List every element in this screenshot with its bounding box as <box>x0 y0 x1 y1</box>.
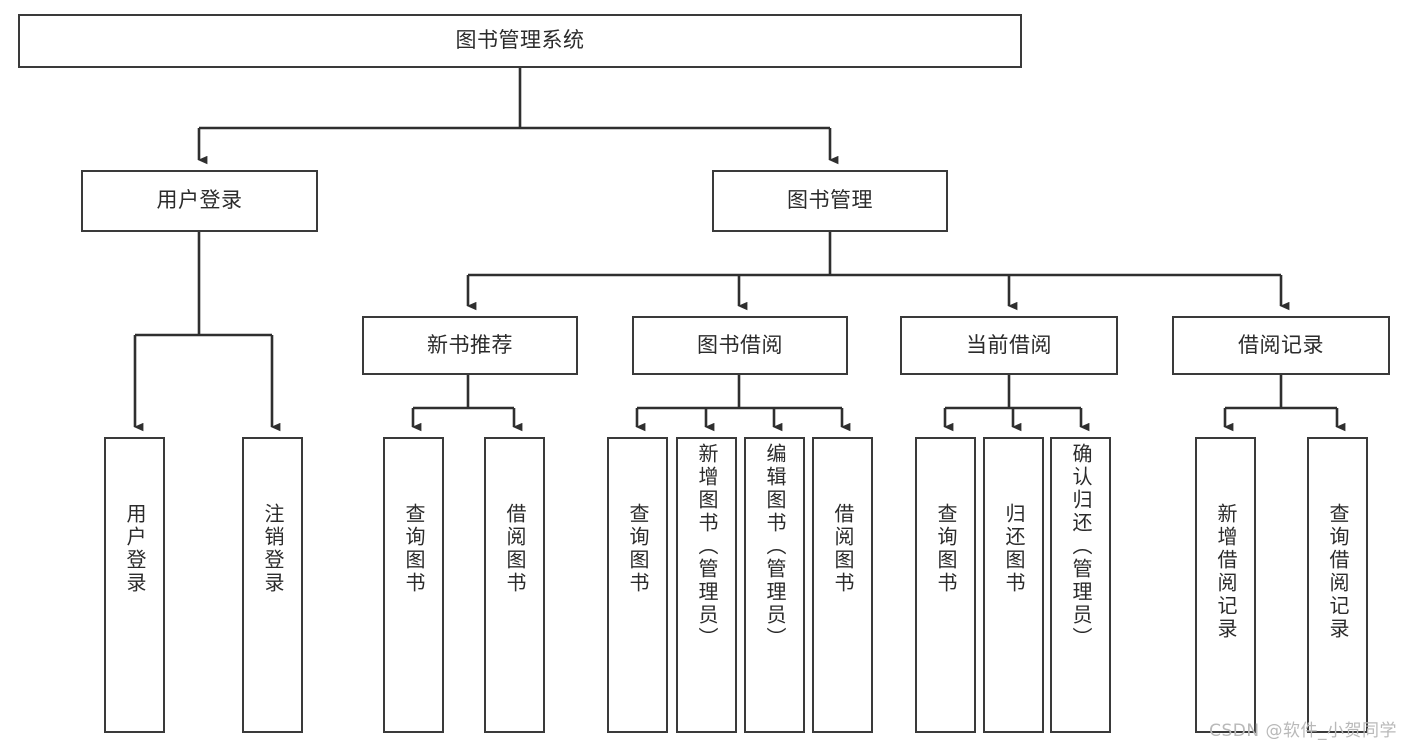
node-user-login-label: 用户登录 <box>156 188 243 213</box>
leaf-query-book-borrow-label: 查询图书 <box>626 503 650 595</box>
leaf-query-book-newbook[interactable]: 查询图书 <box>383 437 444 733</box>
leaf-borrow-book-newbook[interactable]: 借阅图书 <box>484 437 545 733</box>
node-current-borrow-label: 当前借阅 <box>966 332 1052 357</box>
node-borrow-record-label: 借阅记录 <box>1238 332 1324 357</box>
node-root-label: 图书管理系统 <box>455 28 585 53</box>
leaf-query-book-current-label: 查询图书 <box>934 503 958 595</box>
node-root-book-management-system[interactable]: 图书管理系统 <box>18 14 1022 68</box>
node-book-management-label: 图书管理 <box>787 188 873 213</box>
leaf-logout-login-label: 注销登录 <box>261 503 285 595</box>
leaf-confirm-return-admin[interactable]: 确认归还（管理员） <box>1050 437 1111 733</box>
leaf-return-book[interactable]: 归还图书 <box>983 437 1044 733</box>
leaf-borrow-book-newbook-label: 借阅图书 <box>503 503 527 595</box>
node-user-login[interactable]: 用户登录 <box>81 170 318 232</box>
leaf-borrow-book-borrow[interactable]: 借阅图书 <box>812 437 873 733</box>
node-book-borrow[interactable]: 图书借阅 <box>632 316 848 375</box>
leaf-query-book-borrow[interactable]: 查询图书 <box>607 437 668 733</box>
leaf-add-borrow-record[interactable]: 新增借阅记录 <box>1195 437 1256 733</box>
leaf-add-book-admin-label: 新增图书（管理员） <box>695 443 719 650</box>
leaf-edit-book-admin-label: 编辑图书（管理员） <box>763 443 787 650</box>
node-new-book-recommend-label: 新书推荐 <box>427 332 513 357</box>
leaf-query-book-current[interactable]: 查询图书 <box>915 437 976 733</box>
leaf-borrow-book-borrow-label: 借阅图书 <box>831 503 855 595</box>
leaf-query-borrow-record[interactable]: 查询借阅记录 <box>1307 437 1368 733</box>
leaf-user-login-label: 用户登录 <box>123 503 147 595</box>
node-borrow-record[interactable]: 借阅记录 <box>1172 316 1390 375</box>
node-book-borrow-label: 图书借阅 <box>697 332 783 357</box>
leaf-query-borrow-record-label: 查询借阅记录 <box>1326 503 1350 641</box>
node-current-borrow[interactable]: 当前借阅 <box>900 316 1118 375</box>
leaf-add-borrow-record-label: 新增借阅记录 <box>1214 503 1238 641</box>
leaf-logout-login[interactable]: 注销登录 <box>242 437 303 733</box>
leaf-edit-book-admin[interactable]: 编辑图书（管理员） <box>744 437 805 733</box>
leaf-add-book-admin[interactable]: 新增图书（管理员） <box>676 437 737 733</box>
node-book-management[interactable]: 图书管理 <box>712 170 948 232</box>
leaf-user-login[interactable]: 用户登录 <box>104 437 165 733</box>
leaf-query-book-newbook-label: 查询图书 <box>402 503 426 595</box>
node-new-book-recommend[interactable]: 新书推荐 <box>362 316 578 375</box>
leaf-confirm-return-admin-label: 确认归还（管理员） <box>1069 443 1093 650</box>
leaf-return-book-label: 归还图书 <box>1002 503 1026 595</box>
